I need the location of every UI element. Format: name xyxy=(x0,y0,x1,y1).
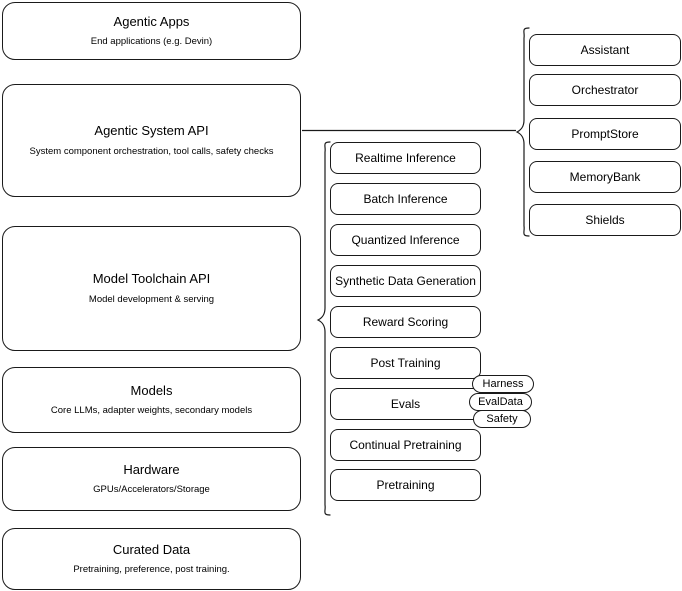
layer-subtitle: GPUs/Accelerators/Storage xyxy=(93,484,210,496)
toolchain-label: Continual Pretraining xyxy=(349,437,462,452)
toolchain-label: Reward Scoring xyxy=(362,314,449,329)
eval-pill-evaldata[interactable]: EvalData xyxy=(469,393,532,411)
layer-box-models[interactable]: Models Core LLMs, adapter weights, secon… xyxy=(2,367,301,433)
toolchain-label: Pretraining xyxy=(376,477,435,492)
layer-title: Agentic Apps xyxy=(113,13,190,29)
eval-pill-safety[interactable]: Safety xyxy=(473,410,531,428)
eval-pill-label: Harness xyxy=(482,377,524,390)
toolchain-box-realtime-inference[interactable]: Realtime Inference xyxy=(330,142,481,174)
toolchain-box-continual-pretraining[interactable]: Continual Pretraining xyxy=(330,429,481,461)
toolchain-box-pretraining[interactable]: Pretraining xyxy=(330,469,481,501)
toolchain-box-quantized-inference[interactable]: Quantized Inference xyxy=(330,224,481,256)
system-box-shields[interactable]: Shields xyxy=(529,204,681,236)
layer-box-agentic-system-api[interactable]: Agentic System API System component orch… xyxy=(2,84,301,197)
system-box-orchestrator[interactable]: Orchestrator xyxy=(529,74,681,106)
toolchain-box-synthetic-data-generation[interactable]: Synthetic Data Generation xyxy=(330,265,481,297)
system-label: Assistant xyxy=(580,42,630,57)
layer-subtitle: Core LLMs, adapter weights, secondary mo… xyxy=(50,405,253,417)
toolchain-label: Synthetic Data Generation xyxy=(335,273,476,288)
eval-pill-label: EvalData xyxy=(478,395,523,408)
toolchain-box-batch-inference[interactable]: Batch Inference xyxy=(330,183,481,215)
toolchain-label: Post Training xyxy=(370,355,441,370)
layer-title: Model Toolchain API xyxy=(92,271,211,287)
layer-title: Agentic System API xyxy=(94,123,209,139)
system-label: Orchestrator xyxy=(571,82,639,97)
toolchain-label: Evals xyxy=(390,396,421,411)
brace-toolchain xyxy=(316,141,331,516)
system-box-assistant[interactable]: Assistant xyxy=(529,34,681,66)
layer-title: Models xyxy=(130,382,173,398)
brace-system-components xyxy=(515,27,530,237)
toolchain-label: Batch Inference xyxy=(363,191,448,206)
toolchain-label: Realtime Inference xyxy=(355,150,456,165)
layer-subtitle: Pretraining, preference, post training. xyxy=(73,564,230,576)
layer-box-agentic-apps[interactable]: Agentic Apps End applications (e.g. Devi… xyxy=(2,2,301,60)
toolchain-box-reward-scoring[interactable]: Reward Scoring xyxy=(330,306,481,338)
eval-pill-label: Safety xyxy=(486,412,518,425)
layer-box-hardware[interactable]: Hardware GPUs/Accelerators/Storage xyxy=(2,447,301,511)
system-box-memorybank[interactable]: MemoryBank xyxy=(529,161,681,193)
system-label: MemoryBank xyxy=(569,169,641,184)
layer-subtitle: System component orchestration, tool cal… xyxy=(29,145,274,157)
system-label: Shields xyxy=(585,212,625,227)
layer-box-model-toolchain-api[interactable]: Model Toolchain API Model development & … xyxy=(2,226,301,351)
toolchain-box-evals[interactable]: Evals xyxy=(330,388,481,420)
toolchain-label: Quantized Inference xyxy=(351,232,460,247)
toolchain-box-post-training[interactable]: Post Training xyxy=(330,347,481,379)
layer-subtitle: End applications (e.g. Devin) xyxy=(90,36,213,48)
layer-subtitle: Model development & serving xyxy=(88,293,215,305)
layer-title: Curated Data xyxy=(112,541,191,557)
system-box-promptstore[interactable]: PromptStore xyxy=(529,118,681,150)
system-label: PromptStore xyxy=(571,126,639,141)
eval-pill-harness[interactable]: Harness xyxy=(472,375,534,393)
layer-box-curated-data[interactable]: Curated Data Pretraining, preference, po… xyxy=(2,528,301,590)
layer-title: Hardware xyxy=(123,461,180,477)
